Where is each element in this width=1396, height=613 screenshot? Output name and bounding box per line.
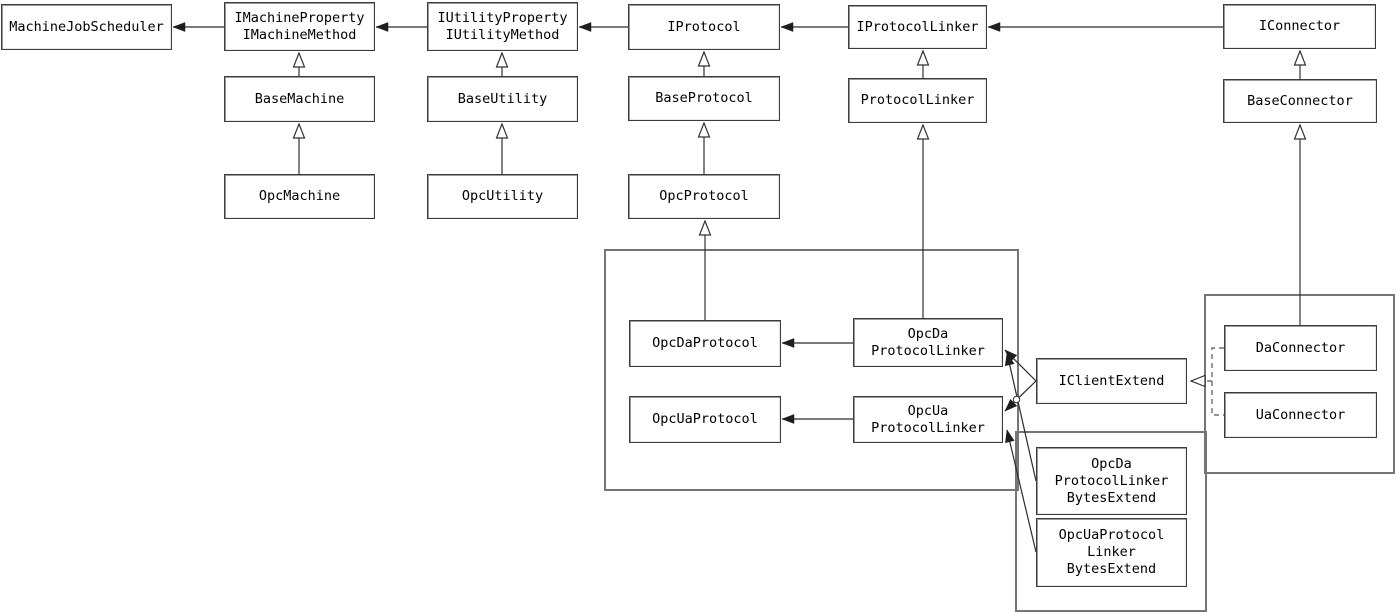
class-i-machine-property-method[interactable]: IMachineProperty IMachineMethod (224, 2, 375, 51)
class-opc-ua-protocol[interactable]: OpcUaProtocol (629, 396, 781, 443)
class-opc-protocol[interactable]: OpcProtocol (628, 174, 780, 219)
class-opc-da-protocol-linker[interactable]: OpcDa ProtocolLinker (853, 318, 1003, 367)
class-label: OpcDaProtocol (652, 335, 758, 351)
class-opc-utility[interactable]: OpcUtility (427, 174, 578, 219)
class-label: OpcProtocol (659, 188, 749, 204)
class-label: BaseUtility (457, 90, 548, 107)
class-label: IMachineProperty IMachineMethod (234, 9, 365, 43)
edge-opcdabytesextend-to-opcdaprotocollinker (1007, 353, 1037, 482)
class-i-utility-property-method[interactable]: IUtilityProperty IUtilityMethod (427, 2, 578, 51)
class-label: OpcUa ProtocolLinker (871, 402, 985, 436)
class-i-protocol-linker[interactable]: IProtocolLinker (848, 5, 987, 49)
class-base-protocol[interactable]: BaseProtocol (628, 76, 780, 121)
class-da-connector[interactable]: DaConnector (1224, 325, 1377, 371)
class-i-protocol[interactable]: IProtocol (628, 4, 780, 50)
class-label: OpcDa ProtocolLinker (871, 325, 985, 359)
edge-connectors-realize-iclientextend-spine (1211, 347, 1224, 416)
class-protocol-linker[interactable]: ProtocolLinker (848, 78, 987, 123)
class-opc-ua-protocol-linker[interactable]: OpcUa ProtocolLinker (853, 396, 1003, 443)
class-label: UaConnector (1255, 406, 1346, 423)
line-crossing-marker (1012, 395, 1021, 404)
class-label: OpcUtility (461, 188, 544, 204)
class-i-connector[interactable]: IConnector (1223, 4, 1376, 49)
class-opc-machine[interactable]: OpcMachine (224, 174, 375, 219)
class-base-machine[interactable]: BaseMachine (224, 76, 375, 122)
class-label: BaseProtocol (655, 90, 753, 106)
group-opc-protocol-implementations (604, 249, 1019, 491)
class-label: IUtilityProperty IUtilityMethod (437, 9, 568, 43)
group-bytes-extend (1015, 431, 1207, 612)
class-label: OpcUaProtocol Linker BytesExtend (1058, 527, 1165, 577)
edge-iclientextend-to-opcuaprotocollinker (1005, 380, 1037, 411)
class-label: BaseConnector (1247, 92, 1353, 109)
class-label: IProtocol (667, 18, 741, 35)
class-label: OpcDa ProtocolLinker BytesExtend (1054, 455, 1169, 506)
class-machine-job-scheduler[interactable]: MachineJobScheduler (1, 4, 172, 50)
class-base-utility[interactable]: BaseUtility (427, 76, 578, 122)
class-label: BaseMachine (254, 90, 345, 107)
class-i-client-extend[interactable]: IClientExtend (1036, 358, 1187, 404)
class-opc-ua-protocol-linker-bytes-extend[interactable]: OpcUaProtocol Linker BytesExtend (1036, 518, 1187, 587)
class-label: IClientExtend (1058, 372, 1165, 389)
class-opc-da-protocol[interactable]: OpcDaProtocol (629, 320, 781, 367)
class-label: MachineJobScheduler (9, 18, 164, 35)
class-base-connector[interactable]: BaseConnector (1223, 79, 1377, 123)
class-label: DaConnector (1255, 339, 1346, 356)
class-label: IProtocolLinker (856, 18, 979, 35)
class-label: OpcUaProtocol (652, 411, 758, 427)
class-label: IConnector (1258, 18, 1341, 34)
class-opc-da-protocol-linker-bytes-extend[interactable]: OpcDa ProtocolLinker BytesExtend (1036, 447, 1187, 515)
class-ua-connector[interactable]: UaConnector (1224, 392, 1377, 438)
class-label: OpcMachine (258, 188, 341, 204)
class-label: ProtocolLinker (860, 92, 975, 108)
edge-opcuabytesextend-to-opcuaprotocollinker (1007, 430, 1037, 553)
